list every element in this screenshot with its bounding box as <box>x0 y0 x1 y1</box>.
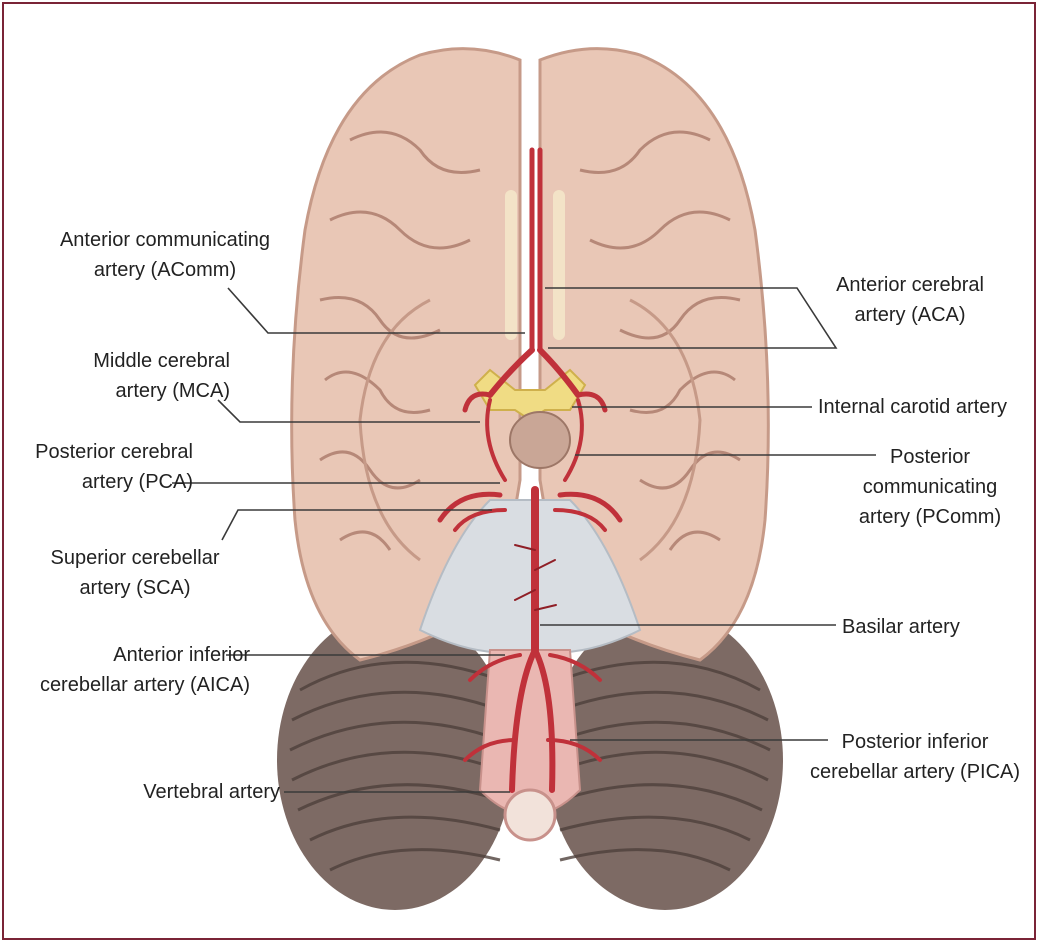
arteries <box>437 147 623 793</box>
cerebellum <box>277 610 783 910</box>
leader-acomm <box>227 287 525 334</box>
label-ica: Internal carotid artery <box>818 396 1007 418</box>
leader-lines <box>172 287 876 793</box>
leader-aca <box>545 287 838 349</box>
leader-sca <box>221 509 492 541</box>
spinal-cord-section <box>503 788 557 842</box>
label-mca: Middle cerebral artery (MCA) <box>93 350 230 402</box>
label-vertebral: Vertebral artery <box>143 781 280 803</box>
label-basilar: Basilar artery <box>842 616 960 638</box>
mammillary-region <box>509 411 571 469</box>
cerebral-hemispheres <box>290 47 770 662</box>
leader-mca <box>217 399 480 423</box>
